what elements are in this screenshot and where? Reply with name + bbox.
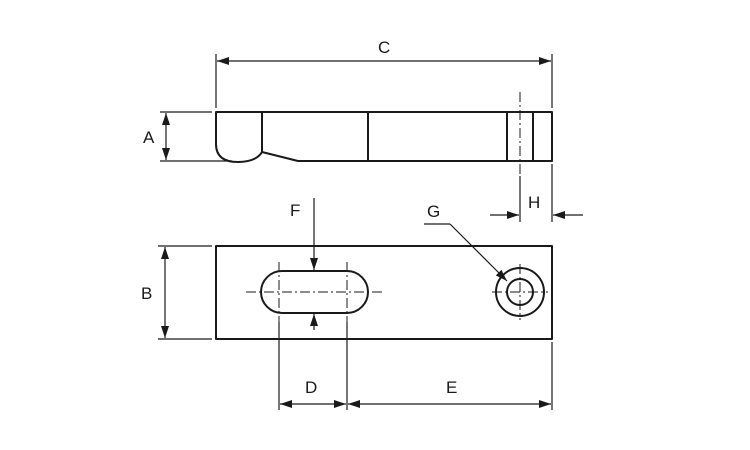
- dimension-h: H: [490, 164, 583, 222]
- dimension-label-a: A: [143, 128, 155, 147]
- dimension-label-e: E: [446, 378, 457, 397]
- top-view-outline: [215, 245, 553, 340]
- dimension-label-c: C: [378, 38, 390, 57]
- dimension-label-g: G: [427, 202, 440, 221]
- dimension-c: C: [215, 38, 553, 108]
- side-view-outline: [215, 111, 553, 163]
- dimension-d: D: [278, 322, 348, 410]
- dimension-b: B: [141, 245, 212, 340]
- dimension-label-b: B: [141, 284, 152, 303]
- side-view: [215, 92, 553, 176]
- dimension-label-h: H: [528, 193, 540, 212]
- dimension-f: F: [290, 198, 318, 330]
- dimension-a: A: [143, 111, 232, 162]
- dimension-label-d: D: [305, 378, 317, 397]
- dimension-label-f: F: [290, 201, 300, 220]
- leader-g: G: [424, 202, 508, 282]
- dimension-e: E: [348, 342, 553, 410]
- top-view: [215, 245, 553, 340]
